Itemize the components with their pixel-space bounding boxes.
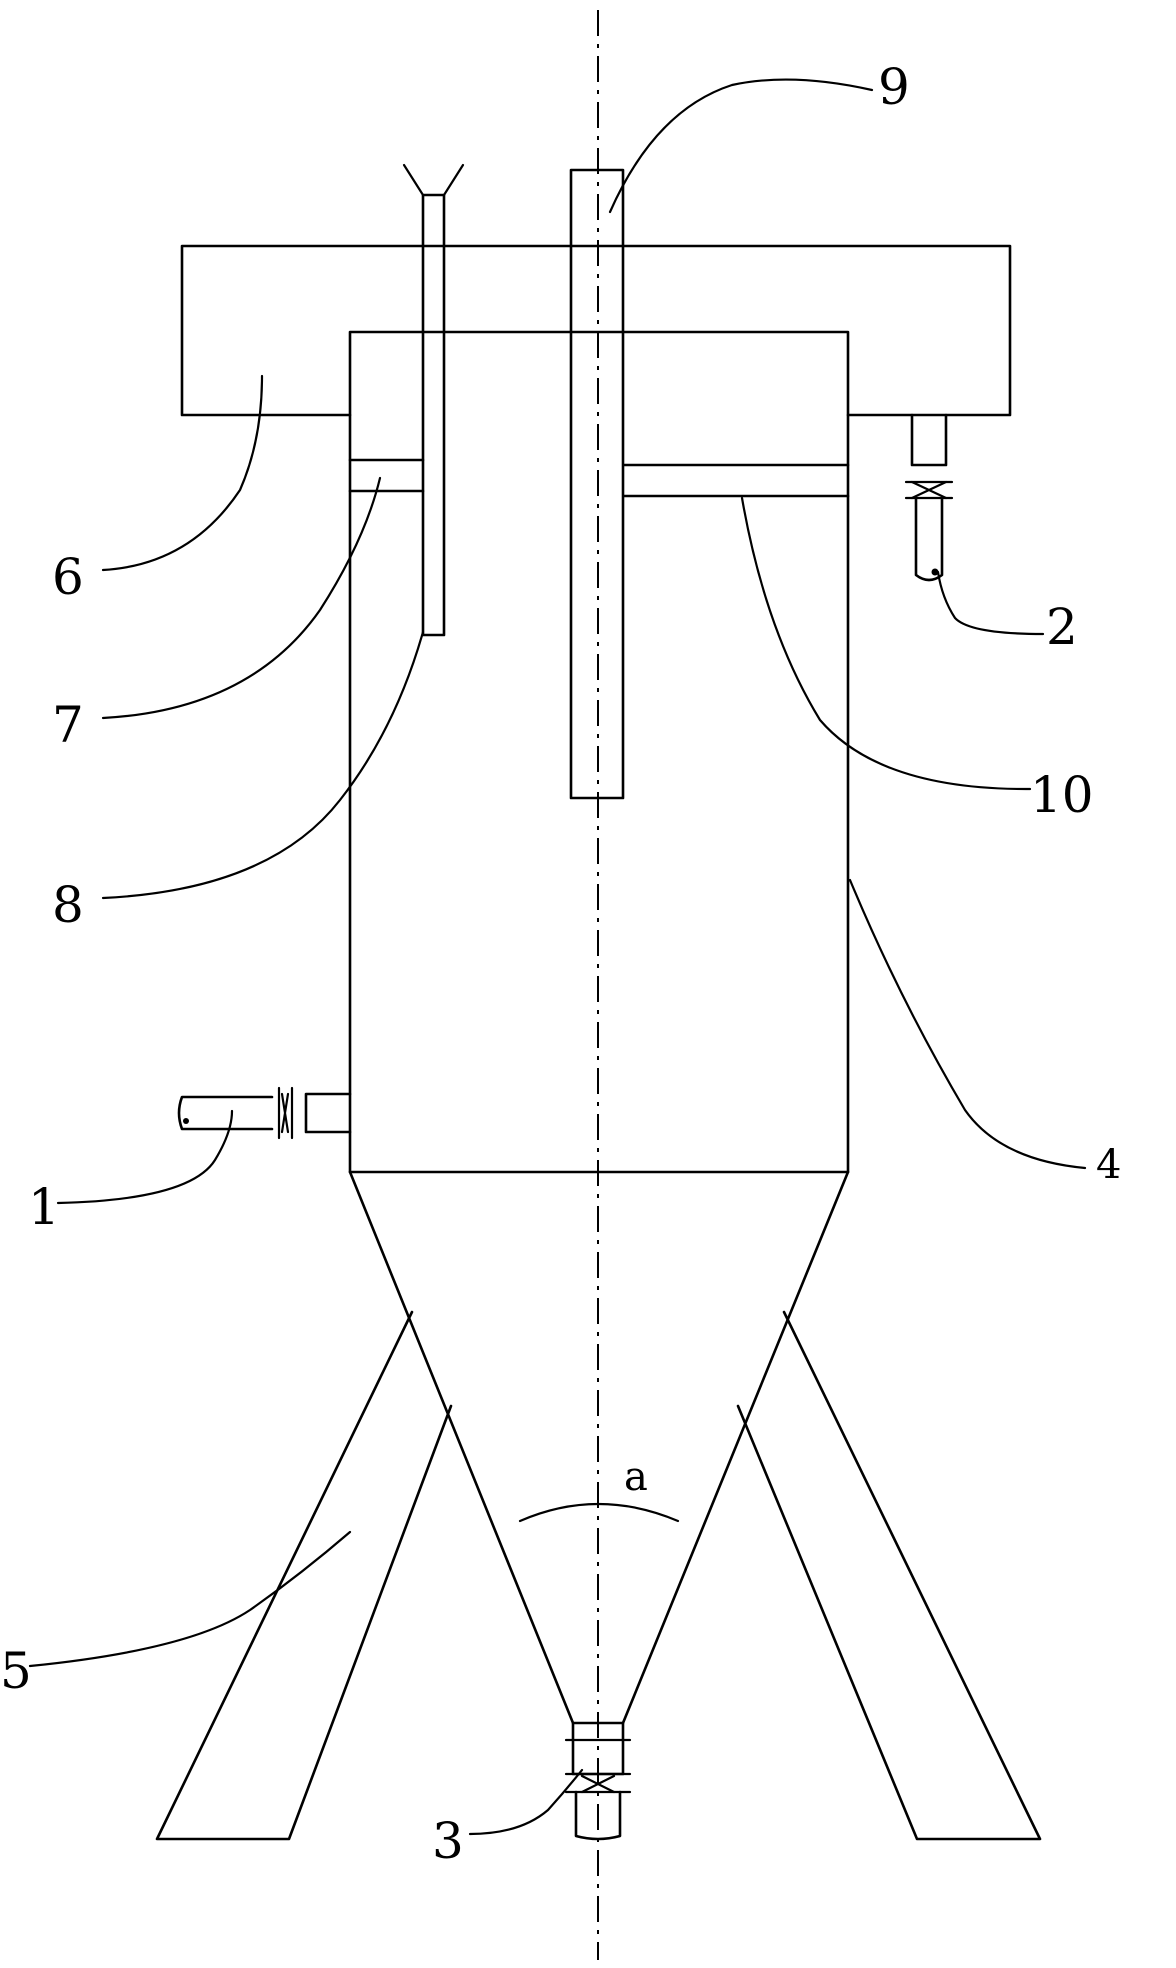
feed-pipe-part-8 (421, 193, 446, 637)
outlet-pipe-upper (910, 413, 948, 467)
central-pipe-part-9 (569, 168, 625, 800)
inlet-pipe-left (177, 1095, 274, 1131)
leader-6 (101, 374, 264, 572)
cylinder-body-part-4 (348, 330, 850, 1174)
inlet-pipe-right (304, 1092, 352, 1134)
bottom-outlet-lower (574, 1790, 622, 1841)
leader-7 (101, 476, 382, 720)
leader-4 (848, 878, 1087, 1170)
leg-left-part-5 (155, 1310, 453, 1841)
funnel-top-icon (402, 163, 465, 197)
outlet-pipe-lower (914, 496, 944, 582)
label-3: 3 (432, 1812, 464, 1870)
leader-9 (608, 78, 874, 214)
valve-icon-2 (910, 480, 948, 500)
angle-arc (518, 1503, 680, 1523)
label-1: 1 (28, 1178, 60, 1236)
valve-icon-1 (280, 1092, 290, 1134)
outlet-dot (931, 568, 939, 576)
leg-right-part-5 (736, 1310, 1042, 1841)
label-6: 6 (52, 548, 84, 606)
inlet-dot (183, 1118, 189, 1124)
label-7: 7 (52, 696, 84, 754)
label-2: 2 (1046, 598, 1078, 656)
leader-3 (468, 1768, 584, 1836)
leader-10 (740, 496, 1032, 791)
label-10: 10 (1030, 766, 1094, 824)
leader-2 (936, 570, 1045, 636)
top-header-part-6 (180, 244, 1012, 417)
cone-bottom (348, 1170, 850, 1725)
label-4: 4 (1096, 1142, 1121, 1188)
label-5: 5 (0, 1642, 32, 1700)
valve-icon-3 (580, 1774, 616, 1794)
leader-1 (56, 1109, 234, 1205)
leader-5 (28, 1530, 352, 1668)
leader-8 (101, 630, 425, 900)
label-8: 8 (52, 876, 84, 934)
label-9: 9 (878, 58, 910, 116)
label-angle: a (624, 1454, 648, 1500)
